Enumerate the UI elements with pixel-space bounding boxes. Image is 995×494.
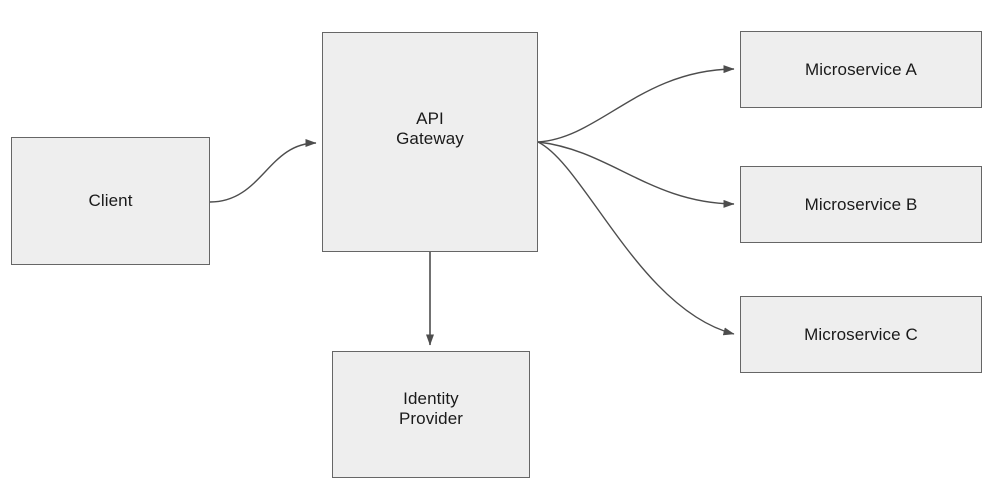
node-microservice-a-label: Microservice A <box>805 59 917 79</box>
node-microservice-c-label: Microservice C <box>804 324 918 344</box>
node-client-label: Client <box>88 191 133 210</box>
node-api-gateway[interactable]: API Gateway <box>322 32 538 252</box>
edge-gateway-to-ms-b <box>537 141 735 208</box>
node-identity-provider[interactable]: Identity Provider <box>332 351 530 478</box>
node-microservice-b-label: Microservice B <box>804 194 918 214</box>
node-identity-provider-label: Identity Provider <box>398 388 464 428</box>
edge-gateway-to-ms-a <box>537 65 735 143</box>
node-microservice-a[interactable]: Microservice A <box>740 31 982 108</box>
edge-gateway-to-ms-c <box>537 141 735 336</box>
node-microservice-b[interactable]: Microservice B <box>740 166 982 243</box>
node-api-gateway-label: API Gateway <box>396 109 464 148</box>
edge-client-to-gateway <box>209 139 317 203</box>
node-microservice-c[interactable]: Microservice C <box>740 296 982 373</box>
node-client[interactable]: Client <box>11 137 210 265</box>
